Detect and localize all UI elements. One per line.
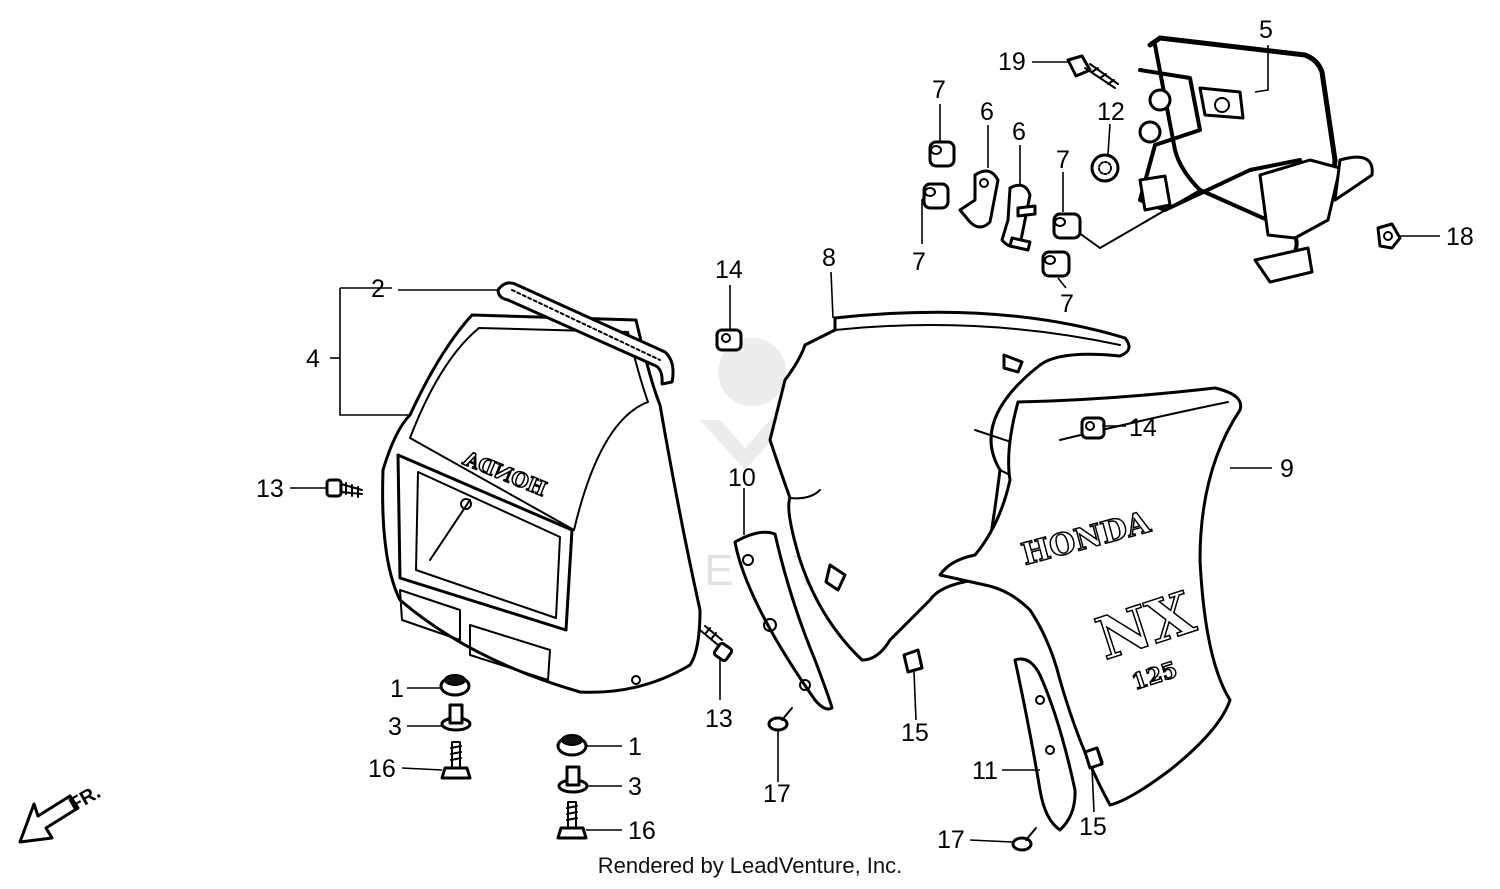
- callout-3b: 3: [628, 773, 642, 801]
- stay-bracket-b[interactable]: [1000, 183, 1037, 252]
- callout-7c: 7: [1056, 146, 1070, 174]
- rubber-grommet-1b[interactable]: [556, 734, 588, 757]
- watermark-logo: [700, 338, 790, 470]
- callout-1a: 1: [390, 675, 404, 703]
- callout-11: 11: [972, 757, 998, 785]
- bolt-16a[interactable]: [440, 741, 472, 780]
- callout-15b: 15: [1079, 813, 1107, 841]
- grommet-7c[interactable]: [1052, 212, 1082, 240]
- callout-15a: 15: [901, 719, 929, 747]
- footer-credit: Rendered by LeadVenture, Inc.: [597, 853, 903, 878]
- callout-labels: 2 4 5 19 12 7 7 7 7 6 6 18 14 14 8 9 10 …: [256, 16, 1474, 854]
- clip-15b[interactable]: [1083, 746, 1104, 770]
- callout-12: 12: [1097, 98, 1125, 126]
- clip-15a[interactable]: [902, 648, 924, 674]
- callout-19: 19: [998, 48, 1026, 76]
- front-direction-arrow: FR.: [18, 781, 104, 844]
- callout-7a: 7: [932, 76, 946, 104]
- clip-14a[interactable]: [715, 328, 743, 352]
- callout-13b: 13: [705, 705, 733, 733]
- cowl-mounting-stay[interactable]: [1074, 35, 1374, 284]
- grommet-7a[interactable]: [928, 140, 956, 168]
- leader-lines: [290, 45, 1440, 843]
- callout-7d: 7: [1060, 290, 1074, 318]
- screw-13b[interactable]: [699, 625, 734, 663]
- callout-3a: 3: [388, 713, 402, 741]
- callout-6a: 6: [980, 98, 994, 126]
- callout-17b: 17: [937, 826, 965, 854]
- callout-18: 18: [1446, 223, 1474, 251]
- grommet-12[interactable]: [1090, 153, 1120, 183]
- callout-13a: 13: [256, 475, 284, 503]
- callout-17a: 17: [763, 780, 791, 808]
- rubber-grommet-1a[interactable]: [439, 674, 471, 697]
- inner-side-strip-right[interactable]: [1013, 657, 1077, 832]
- stay-bracket-a[interactable]: [958, 169, 1000, 229]
- callout-7b: 7: [912, 248, 926, 276]
- callout-8: 8: [822, 244, 836, 272]
- headlight-cowl[interactable]: HONDA: [381, 313, 702, 694]
- callout-1b: 1: [628, 733, 642, 761]
- nut-18[interactable]: [1376, 222, 1402, 250]
- callout-16a: 16: [368, 755, 396, 783]
- visor-trim-strip[interactable]: [496, 281, 675, 386]
- bolt-16b[interactable]: [556, 801, 588, 840]
- inner-side-strip-left[interactable]: [733, 530, 834, 711]
- collar-3a[interactable]: [440, 703, 472, 732]
- callout-5: 5: [1259, 16, 1273, 44]
- side-cowl-panel[interactable]: HONDA NX 125: [938, 386, 1243, 807]
- grommet-7d[interactable]: [1041, 250, 1071, 278]
- callout-6b: 6: [1012, 118, 1026, 146]
- bolt-19[interactable]: [1066, 54, 1119, 89]
- callout-9: 9: [1280, 455, 1294, 483]
- callout-14b: 14: [1129, 414, 1157, 442]
- callout-16b: 16: [628, 817, 656, 845]
- screw-13a[interactable]: [325, 478, 363, 498]
- callout-10: 10: [728, 464, 756, 492]
- callout-14a: 14: [715, 256, 743, 284]
- clip-14b[interactable]: [1080, 416, 1106, 440]
- callout-4: 4: [306, 345, 320, 373]
- trim-screw-17a[interactable]: [767, 707, 793, 732]
- callout-2: 2: [371, 275, 385, 303]
- trim-screw-17b[interactable]: [1011, 827, 1037, 852]
- grommet-7b[interactable]: [922, 182, 950, 210]
- inner-cowl-panel[interactable]: [768, 310, 1131, 662]
- collar-3b[interactable]: [557, 765, 589, 794]
